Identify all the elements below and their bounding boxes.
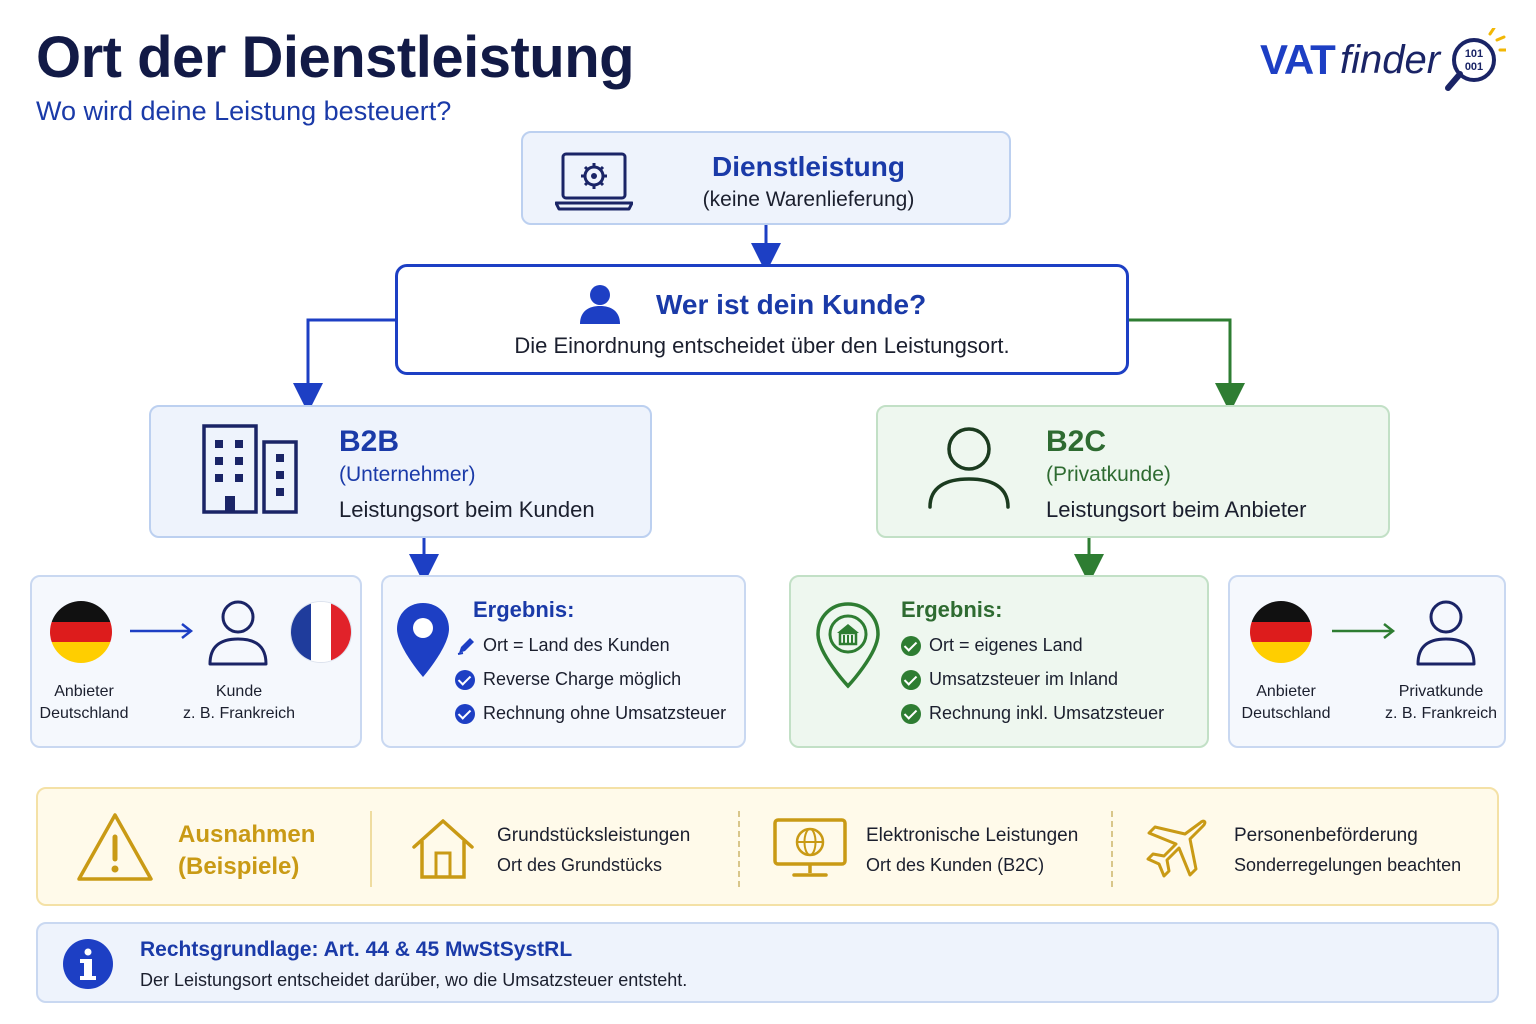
divider	[738, 811, 740, 887]
customer-question-subtitle: Die Einordnung entscheidet über den Leis…	[514, 333, 1010, 358]
airplane-icon	[1146, 819, 1207, 878]
buildings-icon	[202, 424, 298, 514]
france-flag-icon	[290, 601, 352, 663]
person-outline-icon	[928, 427, 1010, 509]
germany-flag-icon	[50, 601, 112, 663]
b2c-result-item-1: Ort = eigenes Land	[929, 635, 1083, 655]
service-box: Dienstleistung (keine Warenlieferung)	[521, 131, 1011, 225]
arrow-right-icon	[130, 623, 194, 639]
exceptions-box: Ausnahmen (Beispiele) Grundstücksleistun…	[36, 787, 1499, 906]
divider	[1111, 811, 1113, 887]
b2c-result-box: Ergebnis: Ort = eigenes Land Umsatzsteue…	[789, 575, 1209, 748]
b2c-subtitle: (Privatkunde)	[1046, 463, 1171, 486]
house-icon	[412, 819, 474, 879]
b2b-from-label: Anbieter Deutschland	[39, 683, 129, 722]
check-icon	[901, 636, 921, 656]
page-title: Ort der Dienstleistung	[36, 25, 635, 90]
b2b-result-item-2: Reverse Charge möglich	[483, 669, 682, 689]
b2b-subtitle: (Unternehmer)	[339, 463, 476, 486]
legal-basis-box: Rechtsgrundlage: Art. 44 & 45 MwStSystRL…	[36, 922, 1499, 1003]
b2c-example-box: Anbieter Deutschland Privatkunde z. B. F…	[1228, 575, 1506, 748]
exception-2-name: Elektronische Leistungen	[866, 825, 1079, 846]
exception-3-name: Personenbeförderung	[1234, 825, 1418, 846]
location-home-icon	[816, 602, 880, 689]
magnifier-badge-icon: 101 001	[1445, 28, 1506, 91]
b2b-to-label: Kunde z. B. Frankreich	[182, 683, 296, 722]
service-title: Dienstleistung	[712, 151, 905, 182]
service-subtitle: (keine Warenlieferung)	[702, 188, 915, 211]
check-icon	[455, 670, 475, 690]
badge-line-2: 001	[1465, 61, 1483, 73]
user-icon	[580, 285, 620, 324]
pencil-icon	[457, 638, 474, 655]
exception-3-desc: Sonderregelungen beachten	[1234, 855, 1462, 875]
b2b-example-box: Anbieter Deutschland Kunde z. B. Frankre…	[30, 575, 362, 748]
exception-1-name: Grundstücksleistungen	[497, 825, 691, 846]
b2c-to-label: Privatkunde z. B. Frankreich	[1384, 683, 1498, 722]
customer-question-box: Wer ist dein Kunde? Die Einordnung entsc…	[395, 264, 1129, 375]
logo-finder-text: finder	[1340, 38, 1441, 82]
b2b-box: B2B (Unternehmer) Leistungsort beim Kund…	[149, 405, 652, 538]
exception-1-desc: Ort des Grundstücks	[497, 855, 663, 875]
monitor-globe-icon	[773, 818, 847, 877]
arrow-right-icon	[1332, 623, 1396, 639]
b2c-place: Leistungsort beim Anbieter	[1046, 497, 1307, 522]
location-pin-icon	[397, 603, 449, 677]
b2b-title: B2B	[339, 425, 400, 458]
b2b-result-title: Ergebnis:	[473, 597, 575, 622]
legal-basis-text: Der Leistungsort entscheidet darüber, wo…	[140, 970, 688, 990]
check-icon	[901, 670, 921, 690]
b2b-result-box: Ergebnis: Ort = Land des Kunden Reverse …	[381, 575, 746, 748]
check-icon	[455, 704, 475, 724]
b2c-result-item-2: Umsatzsteuer im Inland	[929, 669, 1119, 689]
private-customer-user-icon	[1416, 600, 1476, 666]
b2b-place: Leistungsort beim Kunden	[339, 497, 595, 522]
arrow-to-b2c	[1129, 318, 1245, 413]
logo-vat-text: VAT	[1260, 36, 1336, 83]
b2b-result-item-1: Ort = Land des Kunden	[483, 635, 670, 655]
vatfinder-logo: VAT finder 101 001	[1258, 26, 1508, 96]
b2b-result-item-3: Rechnung ohne Umsatzsteuer	[483, 703, 727, 723]
divider	[370, 811, 372, 887]
customer-user-icon	[208, 600, 268, 666]
legal-basis-title: Rechtsgrundlage: Art. 44 & 45 MwStSystRL	[140, 938, 573, 961]
info-icon	[63, 939, 113, 989]
b2c-box: B2C (Privatkunde) Leistungsort beim Anbi…	[876, 405, 1390, 538]
arrow-to-b2b	[293, 318, 395, 413]
b2c-result-item-3: Rechnung inkl. Umsatzsteuer	[929, 703, 1165, 723]
laptop-gear-icon	[555, 152, 633, 211]
page-subtitle: Wo wird deine Leistung besteuert?	[36, 96, 452, 126]
b2c-from-label: Anbieter Deutschland	[1241, 683, 1331, 722]
badge-line-1: 101	[1465, 48, 1483, 60]
check-icon	[901, 704, 921, 724]
b2c-title: B2C	[1046, 425, 1107, 458]
warning-icon	[77, 813, 153, 881]
b2c-result-title: Ergebnis:	[901, 597, 1003, 622]
customer-question-title: Wer ist dein Kunde?	[656, 289, 927, 320]
exception-2-desc: Ort des Kunden (B2C)	[866, 855, 1045, 875]
exceptions-title: Ausnahmen (Beispiele)	[178, 821, 316, 880]
germany-flag-icon	[1250, 601, 1312, 663]
